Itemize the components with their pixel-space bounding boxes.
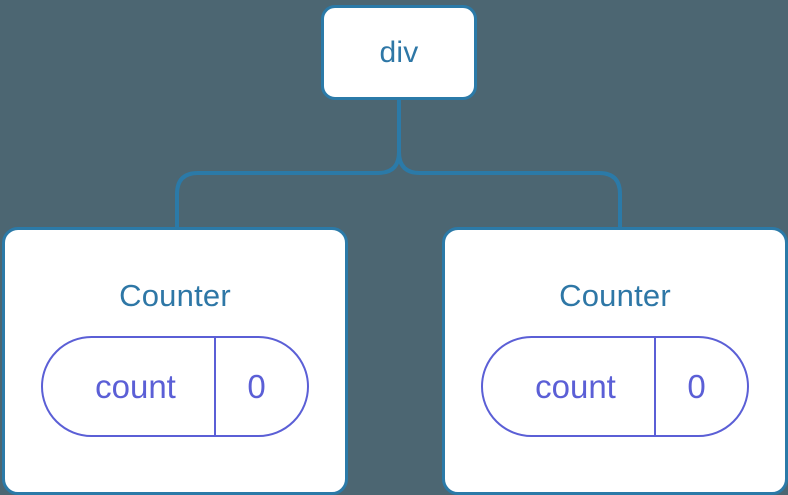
state-value-right: 0 [687,368,706,405]
node-div-label: div [379,35,419,69]
edge-root-to-counter-right [397,100,622,230]
state-value-left: 0 [247,368,266,405]
state-pill-left[interactable]: count 0 [41,336,309,437]
node-counter-right[interactable]: Counter count 0 [442,227,788,495]
node-counter-left-label: Counter [119,278,231,313]
state-key-right: count [483,338,656,435]
node-counter-right-label: Counter [559,278,671,313]
edge-root-to-counter-left [175,100,401,230]
node-counter-left[interactable]: Counter count 0 [2,227,348,495]
node-div[interactable]: div [321,5,477,100]
state-key-left: count [43,338,216,435]
state-pill-right[interactable]: count 0 [481,336,749,437]
